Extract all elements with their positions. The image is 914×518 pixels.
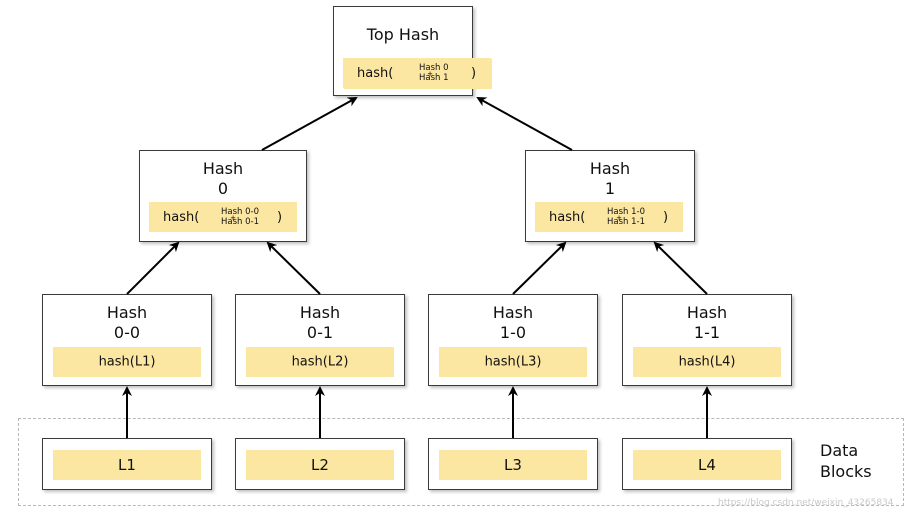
- hash-0-title-line2: 0: [217, 179, 229, 198]
- top-hash-prefix: hash(: [357, 65, 394, 81]
- leaf-l3-node: L3: [428, 438, 598, 490]
- top-plus-sign: +: [427, 70, 433, 78]
- hash-1-0-title-line1: Hash: [492, 303, 534, 322]
- arrow-hash11-to-hash1: [653, 241, 708, 295]
- data-blocks-region: [18, 418, 904, 506]
- hash-0-0-title-line2: 0-0: [113, 323, 141, 342]
- leaf-l2-text: L2: [311, 456, 329, 474]
- leaf-l4-text: L4: [698, 456, 716, 474]
- hash-0-1-title-line1: Hash: [299, 303, 341, 322]
- hash-0-1-function-text: hash(L2): [291, 354, 349, 370]
- hash-0-suffix: ): [277, 209, 283, 225]
- hash-0-function-box: hash( Hash 0-0 Hash 0-1 ): [149, 202, 297, 232]
- hash-0-inputs: Hash 0-0 Hash 0-1: [221, 202, 259, 232]
- top-hash-inputs: Hash 0 Hash 1: [419, 58, 449, 88]
- hash-1-1-title-line2: 1-1: [693, 323, 721, 342]
- arrow-hash1-to-top: [476, 97, 573, 151]
- hash-0-0-node: Hash 0-0 hash(L1): [42, 294, 212, 386]
- leaf-l4-node: L4: [622, 438, 792, 490]
- leaf-l4-value: L4: [633, 450, 781, 480]
- leaf-l1-node: L1: [42, 438, 212, 490]
- top-hash-input-1: Hash 0: [419, 63, 449, 73]
- data-blocks-label-line2: Blocks: [820, 462, 872, 481]
- arrow-hash01-to-hash0: [266, 241, 321, 295]
- leaf-l3-value: L3: [439, 450, 587, 480]
- hash-1-0-function-text: hash(L3): [484, 354, 542, 370]
- hash-1-suffix: ): [663, 209, 669, 225]
- hash-1-1-function: hash(L4): [633, 347, 781, 377]
- hash-1-1-node: Hash 1-1 hash(L4): [622, 294, 792, 386]
- hash-0-0-title-line1: Hash: [106, 303, 148, 322]
- hash-1-plus-sign: +: [616, 214, 622, 222]
- top-hash-input-2: Hash 1: [419, 73, 449, 83]
- hash-1-inputs: Hash 1-0 Hash 1-1: [607, 202, 645, 232]
- hash-1-1-function-text: hash(L4): [678, 354, 736, 370]
- hash-1-title-line2: 1: [604, 179, 616, 198]
- hash-1-function-box: hash( Hash 1-0 Hash 1-1 ): [535, 202, 683, 232]
- hash-0-input-1: Hash 0-0: [221, 207, 260, 217]
- top-hash-suffix: ): [471, 65, 477, 81]
- hash-1-1-title-line1: Hash: [686, 303, 728, 322]
- top-hash-function-box: hash( Hash 0 Hash 1 ): [343, 58, 491, 88]
- data-blocks-label-line1: Data: [820, 441, 859, 460]
- hash-0-1-function: hash(L2): [246, 347, 394, 377]
- hash-1-0-title-line2: 1-0: [499, 323, 527, 342]
- hash-0-plus-sign: +: [230, 214, 236, 222]
- arrow-hash0-to-top: [261, 97, 358, 151]
- hash-1-0-function: hash(L3): [439, 347, 587, 377]
- arrow-hash10-to-hash1: [512, 241, 567, 295]
- hash-1-title-line1: Hash: [589, 159, 631, 178]
- hash-0-1-title-line2: 0-1: [306, 323, 334, 342]
- hash-0-input-2: Hash 0-1: [221, 217, 260, 227]
- leaf-l1-text: L1: [118, 456, 136, 474]
- hash-1-prefix: hash(: [549, 209, 586, 225]
- hash-0-0-function-text: hash(L1): [98, 354, 156, 370]
- hash-1-0-node: Hash 1-0 hash(L3): [428, 294, 598, 386]
- leaf-l1-value: L1: [53, 450, 201, 480]
- hash-0-1-node: Hash 0-1 hash(L2): [235, 294, 405, 386]
- leaf-l3-text: L3: [504, 456, 522, 474]
- leaf-l2-value: L2: [246, 450, 394, 480]
- arrow-hash00-to-hash0: [126, 241, 180, 295]
- leaf-l2-node: L2: [235, 438, 405, 490]
- data-blocks-label: Data Blocks: [820, 440, 872, 482]
- hash-0-0-function: hash(L1): [53, 347, 201, 377]
- top-hash-title: Top Hash: [366, 25, 440, 44]
- hash-0-prefix: hash(: [163, 209, 200, 225]
- hash-1-input-1: Hash 1-0: [607, 207, 646, 217]
- hash-1-input-2: Hash 1-1: [607, 217, 646, 227]
- hash-0-title-line1: Hash: [202, 159, 244, 178]
- watermark: https://blog.csdn.net/weixin_43265834: [718, 498, 894, 508]
